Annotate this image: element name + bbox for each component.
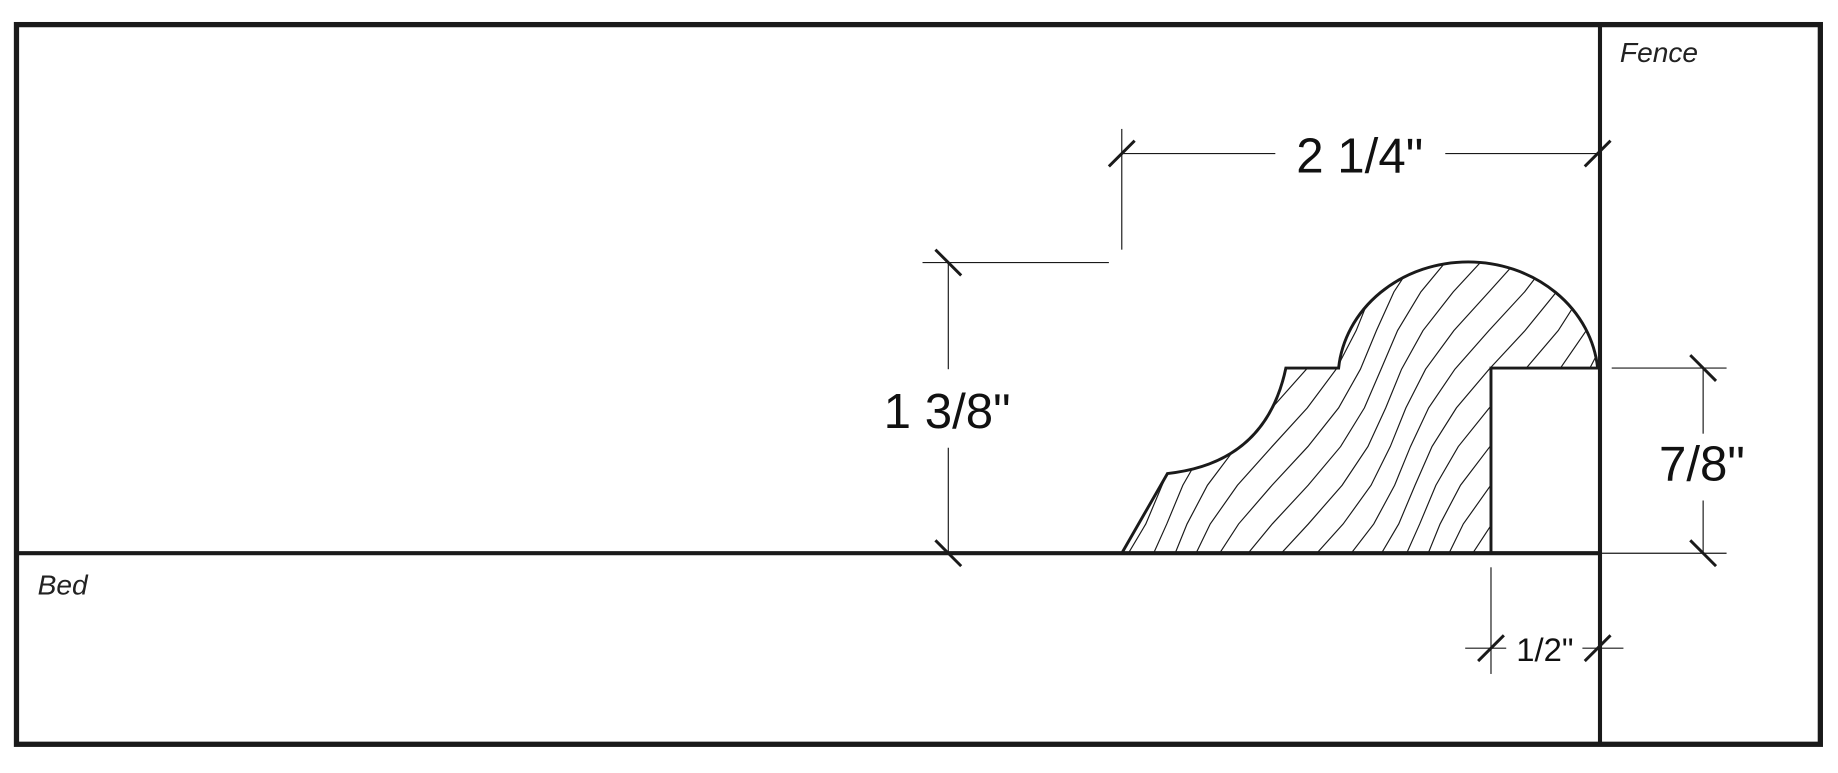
dimension-height-total [922, 248, 1109, 568]
grain-line [1343, 261, 1555, 554]
grain-line [1239, 261, 1454, 554]
fence-label: Fence [1620, 37, 1698, 68]
dimension-rabbet-width-label: 1/2" [1516, 631, 1573, 668]
dimension-height-total-label: 1 3/8" [884, 384, 1011, 439]
grain-line [1375, 261, 1580, 554]
molding-profile [1119, 260, 1600, 555]
dimension-rabbet-width [1465, 567, 1624, 674]
dimension-rabbet-height [1599, 354, 1727, 568]
grain-line [1213, 261, 1420, 554]
dimension-width-total [1107, 128, 1612, 250]
grain-line [1272, 261, 1490, 554]
dimension-rabbet-height-label: 7/8" [1659, 437, 1745, 492]
bed-label: Bed [38, 569, 89, 600]
outer-frame [13, 21, 1823, 747]
dimension-width-total-label: 2 1/4" [1296, 128, 1423, 183]
grain-line [1307, 261, 1525, 554]
